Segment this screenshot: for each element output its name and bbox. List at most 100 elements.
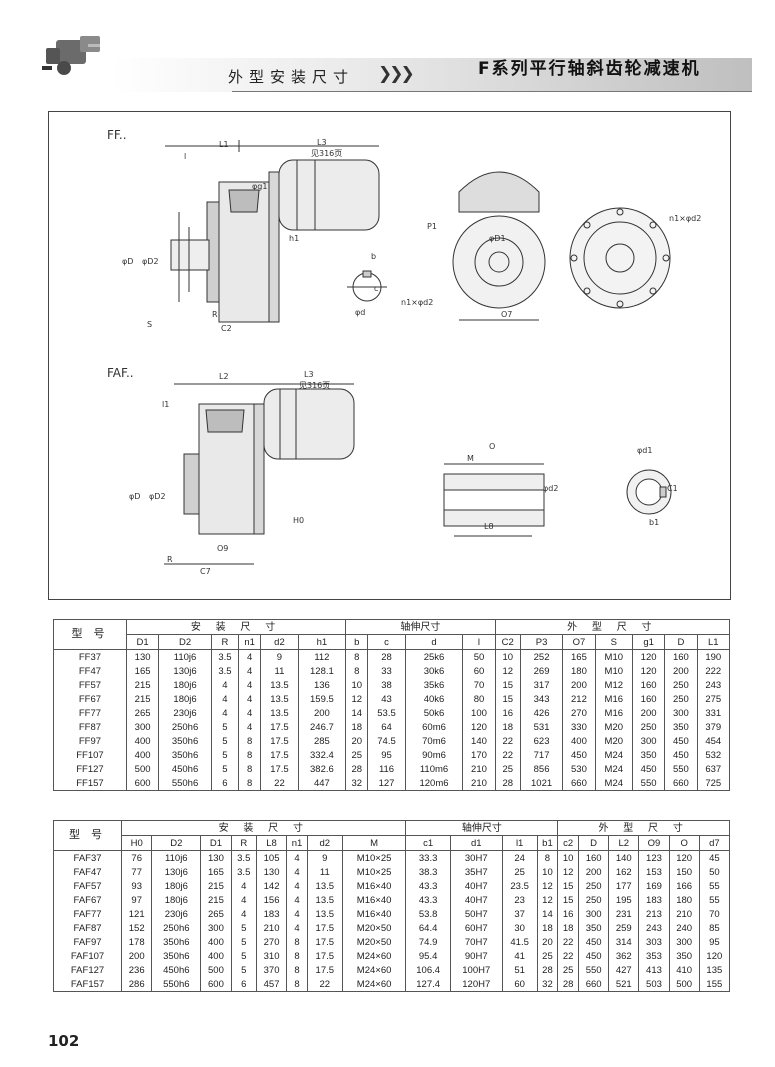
table-cell: 213	[638, 907, 670, 921]
table-cell: 4	[238, 678, 262, 692]
table-cell: 155	[698, 977, 731, 992]
dim-l1: l1	[162, 400, 170, 409]
table-cell: 8	[345, 664, 369, 678]
table-cell: 15	[557, 893, 580, 907]
table-cell: 4	[230, 907, 257, 921]
table-cell: 230j6	[151, 907, 202, 921]
table-cell: 270	[562, 706, 596, 720]
column-header: d1	[449, 835, 503, 851]
table-cell: M24	[594, 762, 633, 776]
table-cell: M24×60	[341, 949, 407, 963]
dim-R: R	[212, 310, 218, 319]
dim-H0: H0	[293, 516, 305, 525]
dim-D1: φD1	[489, 234, 506, 243]
table-cell: M20	[594, 734, 633, 748]
table-cell: 30	[501, 921, 538, 935]
model-cell: FAF67	[52, 893, 123, 907]
column-header: c2	[557, 835, 580, 851]
column-header: c1	[405, 835, 451, 851]
table-cell: 25	[557, 963, 580, 977]
table-cell: 140	[462, 734, 496, 748]
model-cell: FF67	[53, 692, 127, 706]
table-cell: 13.5	[306, 893, 343, 907]
table-cell: M20	[594, 720, 633, 734]
table-cell: 660	[664, 776, 698, 791]
column-header: H0	[121, 835, 153, 851]
table-cell: 215	[125, 678, 160, 692]
column-header: D2	[158, 634, 212, 650]
table-cell: 22	[306, 977, 343, 992]
table-cell: 14	[345, 706, 369, 720]
outline-dims-header: 外 型 尺 寸	[494, 619, 731, 635]
table-cell: 370	[255, 963, 288, 977]
table-cell: 427	[608, 963, 640, 977]
table-cell: 454	[696, 734, 731, 748]
table-cell: 128.1	[297, 664, 347, 678]
table-cell: 15	[494, 678, 521, 692]
table-cell: 18	[536, 921, 559, 935]
flange-view-drawing	[569, 207, 671, 309]
table-cell: 13.5	[306, 907, 343, 921]
dim-hollow-d2: φd2	[543, 484, 559, 493]
table-cell: 17.5	[260, 734, 299, 748]
column-header: h1	[297, 634, 347, 650]
table-cell: 717	[519, 748, 564, 762]
table-cell: 343	[519, 692, 564, 706]
model-cell: FF87	[53, 720, 127, 734]
table-cell: 180	[668, 893, 700, 907]
table-cell: 60	[462, 664, 496, 678]
table-cell: 127.4	[405, 977, 451, 992]
table-cell: 77	[121, 865, 153, 879]
table-cell: 243	[696, 678, 731, 692]
table-cell: 212	[562, 692, 596, 706]
column-header: M	[341, 835, 407, 851]
table-cell: 5	[210, 748, 240, 762]
table-cell: 252	[519, 649, 564, 664]
table-cell: 53.5	[367, 706, 406, 720]
table-cell: 30H7	[449, 850, 503, 865]
table-cell: 25	[501, 865, 538, 879]
table-cell: 4	[238, 720, 262, 734]
table-cell: 20	[536, 935, 559, 949]
table-cell: 60	[501, 977, 538, 992]
table-cell: 64	[367, 720, 406, 734]
table-cell: 55	[698, 879, 731, 893]
table-cell: 350h6	[151, 949, 202, 963]
table-cell: 11	[306, 865, 343, 879]
table-cell: 180j6	[151, 893, 202, 907]
table-cell: 28	[494, 776, 521, 791]
table-cell: 400	[562, 734, 596, 748]
table-cell: 90m6	[404, 748, 464, 762]
dim-d1: φd1	[637, 446, 653, 455]
table-cell: 447	[297, 776, 347, 791]
table-cell: 210	[255, 921, 288, 935]
table-cell: 331	[696, 706, 731, 720]
table-cell: 190	[696, 649, 731, 664]
model-cell: FF107	[53, 748, 127, 762]
table-cell: 450h6	[151, 963, 202, 977]
column-header: D	[664, 634, 698, 650]
table-cell: 6	[210, 776, 240, 791]
column-header: C2	[494, 634, 521, 650]
model-cell: FAF77	[52, 907, 123, 921]
table-cell: 14	[536, 907, 559, 921]
section-title: 外型安装尺寸	[228, 68, 355, 86]
table-cell: M12	[594, 678, 633, 692]
table-cell: 17.5	[306, 921, 343, 935]
table-cell: 43.3	[405, 893, 451, 907]
table-cell: 166	[668, 879, 700, 893]
table-cell: 265	[200, 907, 232, 921]
dim-O: O	[489, 442, 496, 451]
header-gradient-band	[112, 58, 752, 92]
table-cell: 140	[608, 850, 640, 865]
table-cell: 40H7	[449, 893, 503, 907]
dim-faf-R: R	[167, 555, 173, 564]
table-cell: 130j6	[158, 664, 212, 678]
table-cell: 285	[297, 734, 347, 748]
dim-c: c	[374, 284, 379, 293]
